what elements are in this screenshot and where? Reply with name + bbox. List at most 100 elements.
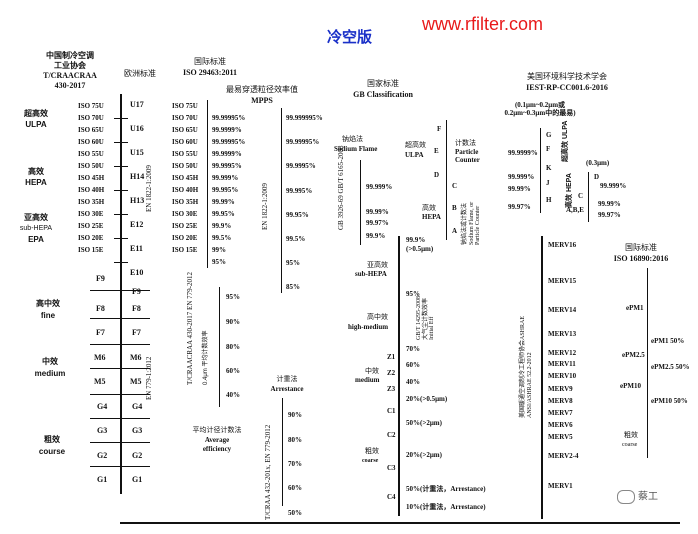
eu-grade: G3 — [132, 426, 143, 435]
merv-grade: MERV12 — [548, 349, 577, 357]
tick — [114, 190, 128, 191]
avg-label-en1: Average — [204, 436, 230, 444]
gb-hepa-en: HEPA — [422, 213, 441, 221]
eu-grade: F8 — [132, 304, 141, 313]
caaa-f-grade: G3 — [97, 426, 108, 435]
iso29463-grade: ISO 15E — [172, 246, 198, 254]
iest-letter: K — [546, 164, 552, 172]
group-medium-en: medium — [34, 369, 66, 378]
gb-c-grade: C4 — [387, 493, 396, 501]
gb-sodium-cn: 钠焰法 — [342, 136, 363, 143]
tick — [90, 394, 150, 395]
group-coarse-cn: 粗效 — [44, 435, 60, 444]
eu-grade: F9 — [132, 287, 141, 296]
mpps-std: EN 1822-1:2009 — [261, 183, 269, 230]
iso29463-eff-value: 99.9999% — [212, 126, 242, 134]
eu-grade: E12 — [130, 220, 144, 229]
gb-counter2: 钠焰法或计数法 Sodium Flame, or Particle Counte… — [462, 201, 482, 245]
avg-std: T/CRAACRAA 430-2017 EN 779-2012 — [186, 272, 194, 385]
group-medium-cn: 中效 — [42, 357, 58, 366]
iso29463-eff-value: 99.99% — [212, 198, 235, 206]
eu-grade: G1 — [132, 475, 143, 484]
eu-title: 欧洲标准 — [124, 69, 156, 78]
avg-note: 0.4μm 平均计数效率 — [203, 330, 209, 385]
iso16890-title-cn: 国际标准 — [625, 243, 657, 252]
iso29463-eff-value: 99% — [212, 246, 226, 254]
arrest-std: T/CRAA 432-201x, EN 779-2012 — [264, 424, 272, 520]
caaa-title-line3: T/CRAACRAA — [43, 71, 97, 80]
iso29463-grade: ISO 60U — [172, 138, 198, 146]
tick — [90, 290, 150, 291]
avg-value: 40% — [226, 391, 240, 399]
gb-coarse-cn: 粗效 — [365, 448, 379, 455]
gb-letter: E — [434, 147, 439, 155]
watermark-text: 蔡工 — [638, 491, 658, 503]
watermark: 蔡工 — [617, 490, 658, 504]
eu-std-en779: EN 779-1:2012 — [145, 356, 153, 400]
mpps-value: 85% — [286, 283, 300, 291]
avg-value: 60% — [226, 367, 240, 375]
mpps-value: 99.999995% — [286, 114, 323, 122]
gb-c-grade: C3 — [387, 464, 396, 472]
mpps-value: 99.5% — [286, 235, 306, 243]
merv-grade: MERV9 — [548, 385, 573, 393]
tick — [90, 466, 150, 467]
gb-coarse-value: 50%(计重法，Arrestance) — [406, 485, 486, 493]
iso29463-eff-value: 99.99995% — [212, 138, 246, 146]
ashrae-std: 美国暖通空调制冷工程师协会ASHRAE ANSI/ASHRAE 52.2-201… — [520, 315, 534, 418]
group-hepa-cn: 高效 — [28, 167, 44, 176]
caaa-title-line1: 中国制冷空调 — [46, 51, 94, 60]
tick — [90, 368, 150, 369]
iest-letter: H — [546, 196, 552, 204]
iest-letter-right: A,B,E — [566, 206, 584, 214]
gb-c-grade: C2 — [387, 431, 396, 439]
iso29463-grade: ISO 45H — [172, 174, 199, 182]
avg-label-cn: 平均计径计数法 — [192, 427, 242, 434]
merv-grade: MERV16 — [548, 241, 577, 249]
caaa-iso-grade: ISO 15E — [78, 246, 104, 254]
caaa-f-grade: G1 — [97, 475, 108, 484]
caaa-f-grade: G2 — [97, 451, 108, 460]
merv-grade: MERV1 — [548, 482, 573, 490]
group-fine-cn: 高中效 — [36, 299, 60, 308]
tick — [114, 166, 128, 167]
iest-right-axis — [588, 172, 589, 222]
iso29463-eff-value: 99.995% — [212, 186, 239, 194]
caaa-iso-grade: ISO 20E — [78, 234, 104, 242]
eu-grade: G4 — [132, 402, 143, 411]
gb-subhepa-size: (>0.5μm) — [406, 245, 434, 253]
iso29463-grade: ISO 30E — [172, 210, 198, 218]
tick — [90, 418, 150, 419]
gb-highmed-en: high-medium — [348, 323, 389, 331]
iest-hepa-label: 高效 HEPA — [566, 173, 573, 208]
iest-letter: J — [546, 179, 550, 187]
tick — [114, 238, 128, 239]
iest-title-en: IEST-RP-CC001.6-2016 — [526, 83, 608, 92]
gb-main-axis — [398, 236, 400, 516]
iso16890-item: ePM1 50% — [651, 337, 685, 345]
iso29463-grade: ISO 35H — [172, 198, 199, 206]
iest-axis — [540, 128, 541, 213]
mpps-title-cn: 最易穿透粒径效率值 — [226, 85, 298, 94]
gb-subhepa-en: sub-HEPA — [355, 270, 387, 278]
gb-hepa-cn: 高效 — [422, 205, 436, 212]
iso16890-coarse-cn: 粗效 — [624, 432, 638, 439]
caaa-f-grade: F9 — [96, 274, 105, 283]
eu-grade: H14 — [130, 172, 145, 181]
gb-coarse-value: 10%(计重法，Arrestance) — [406, 503, 486, 511]
eu-grade: U16 — [130, 124, 144, 133]
iso29463-grade: ISO 40H — [172, 186, 199, 194]
caaa-title-line2: 工业协会 — [54, 61, 86, 70]
iso29463-axis — [207, 100, 208, 268]
gb-sodium-value: 99.99% — [366, 208, 389, 216]
merv-grade: MERV8 — [548, 397, 573, 405]
group-subhepa-cn: 亚高效 — [24, 213, 48, 222]
eu-grade: U17 — [130, 100, 144, 109]
iso16890-coarse-en: coarse — [622, 442, 638, 448]
gb-ulpa-cn: 超高效 — [405, 142, 426, 149]
iest-letter: F — [546, 145, 551, 153]
gb-z-grade: Z2 — [387, 369, 396, 377]
caaa-iso-grade: ISO 40H — [78, 186, 105, 194]
gb-subhepa-cn: 亚高效 — [367, 262, 388, 269]
iso16890-item: ePM10 50% — [651, 397, 688, 405]
